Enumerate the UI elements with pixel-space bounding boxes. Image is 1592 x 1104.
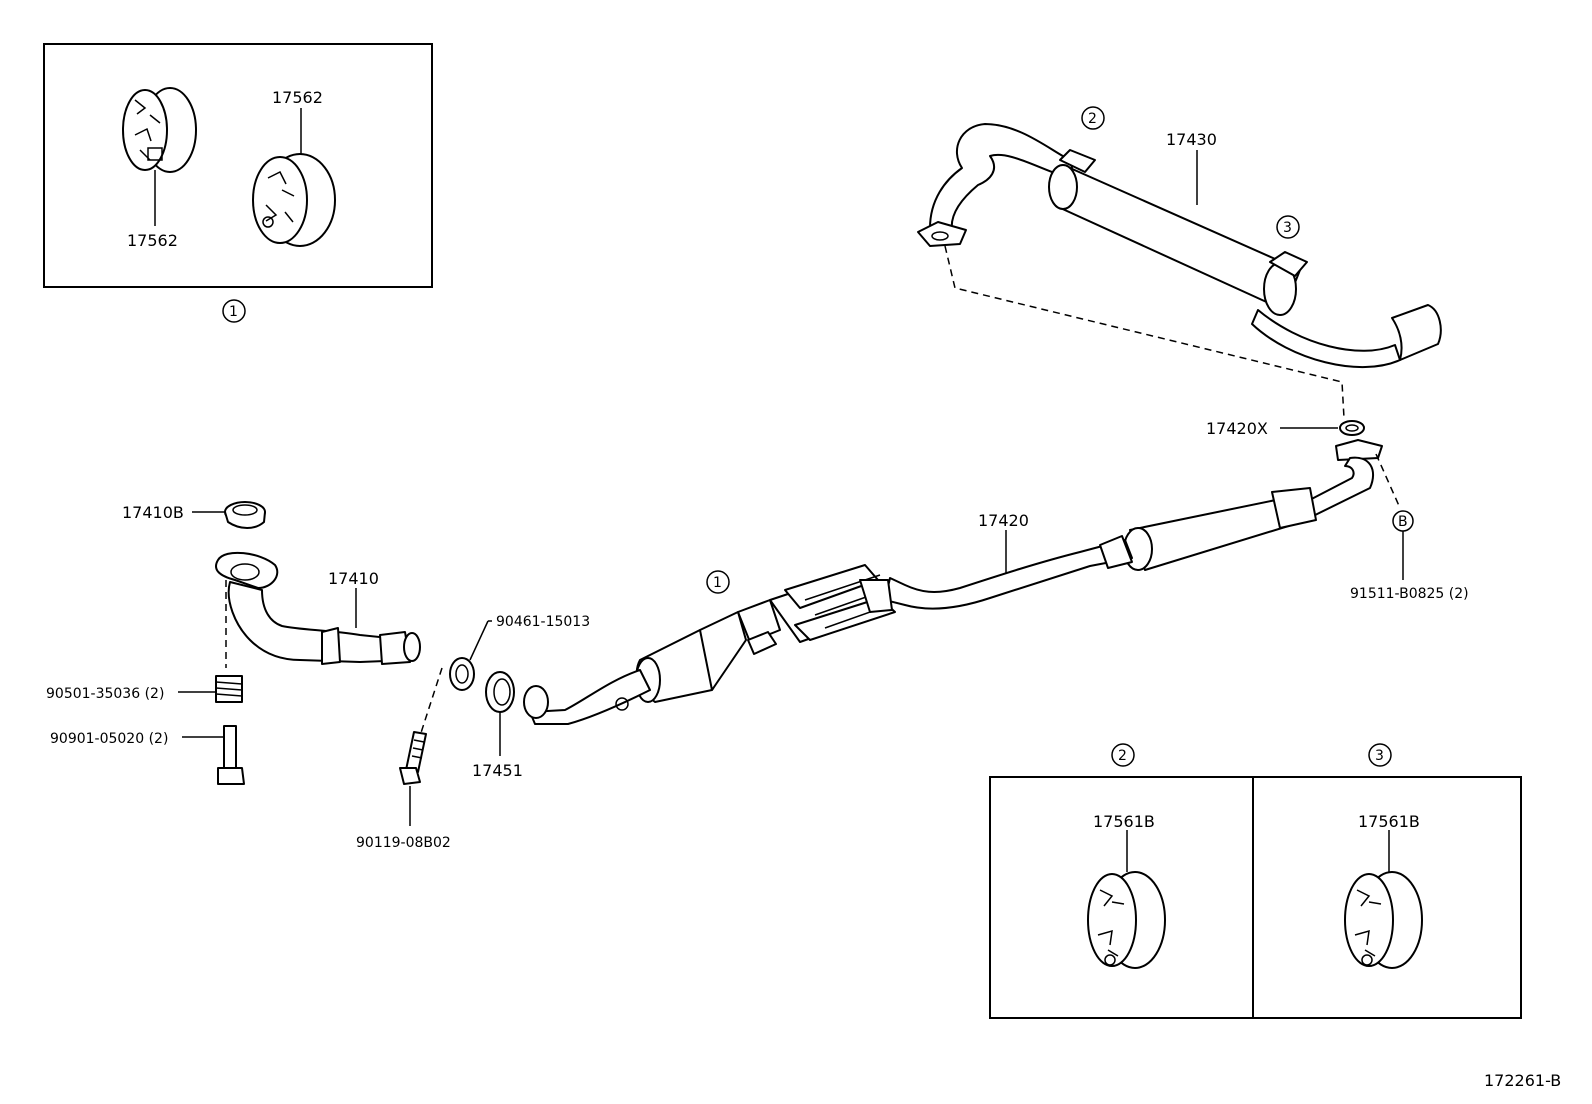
gasket-17410B [224,501,266,529]
callout-3-top: 3 [1283,220,1292,236]
hanger-17562-left [122,87,197,173]
inset-frame [43,43,433,288]
callout-circle-3-top [1276,215,1300,239]
label-17410B: 17410B [122,503,184,522]
hanger-17561B-right [1344,871,1423,969]
inset-frame-bottom [989,776,1522,1019]
hanger-17562-right [252,153,336,247]
label-17430: 17430 [1166,130,1217,149]
bolt-90901-05020 [217,725,245,785]
callout-1-inset: 1 [229,304,238,320]
label-90901-05020: 90901-05020 (2) [50,731,168,747]
callout-circle-3-box [1368,743,1392,767]
label-17451: 17451 [472,761,523,780]
catalytic-converter-assembly [523,564,896,725]
callout-2-box: 2 [1118,748,1127,764]
callout-1-main: 1 [713,575,722,591]
label-91511-B0825: 91511-B0825 (2) [1350,586,1469,602]
tailpipe-assembly-17430 [917,123,1442,368]
label-90461-15013: 90461-15013 [496,614,590,630]
gasket-17451 [485,671,515,713]
callout-2-top: 2 [1088,111,1097,127]
diagram-id: 172261-B [1484,1071,1561,1090]
inset-box-hangers-17561B: 2 3 17561B 17561B [989,743,1522,1019]
callout-3-box: 3 [1375,748,1384,764]
label-17561B-left: 17561B [1093,812,1155,831]
label-90501-35036: 90501-35036 (2) [46,686,164,702]
callout-circle-1-inset [222,299,246,323]
callout-B: B [1398,514,1408,530]
callout-circle-1-main [706,570,730,594]
callout-circle-2-top [1081,106,1105,130]
label-90119-08B02: 90119-08B02 [356,835,451,851]
callout-circle-2-box [1111,743,1135,767]
label-17410: 17410 [328,569,379,588]
label-17420: 17420 [978,511,1029,530]
ring-90461-15013 [449,657,475,691]
gasket-17420X [1339,420,1365,436]
label-17562-upper: 17562 [272,88,323,107]
label-17420X: 17420X [1206,419,1268,438]
label-17562-lower: 17562 [127,231,178,250]
spring-90501-35036 [215,675,243,703]
label-17561B-right: 17561B [1358,812,1420,831]
front-pipe-17410 [215,551,421,665]
center-pipe-17420 [884,439,1383,610]
inset-box-hangers-17562: 17562 17562 1 [43,43,433,323]
hanger-17561B-left [1087,871,1166,969]
bolt-90119-08B02 [399,731,427,785]
